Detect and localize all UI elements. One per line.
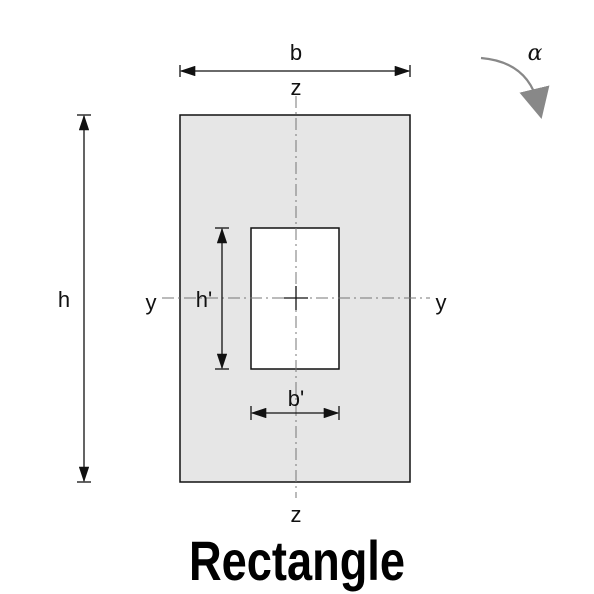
label-y-left: y: [146, 290, 157, 315]
label-alpha: α: [528, 41, 543, 66]
diagram-title: Rectangle: [189, 529, 405, 592]
label-b-prime: b': [288, 386, 304, 411]
centroid-marker: [284, 286, 308, 310]
label-h-prime: h': [196, 287, 212, 312]
label-y-right: y: [436, 290, 447, 315]
rotation-arrow-icon: [480, 56, 550, 119]
label-z-top: z: [291, 75, 302, 100]
label-z-bottom: z: [291, 502, 302, 527]
label-h: h: [58, 287, 70, 312]
label-b: b: [290, 40, 302, 65]
